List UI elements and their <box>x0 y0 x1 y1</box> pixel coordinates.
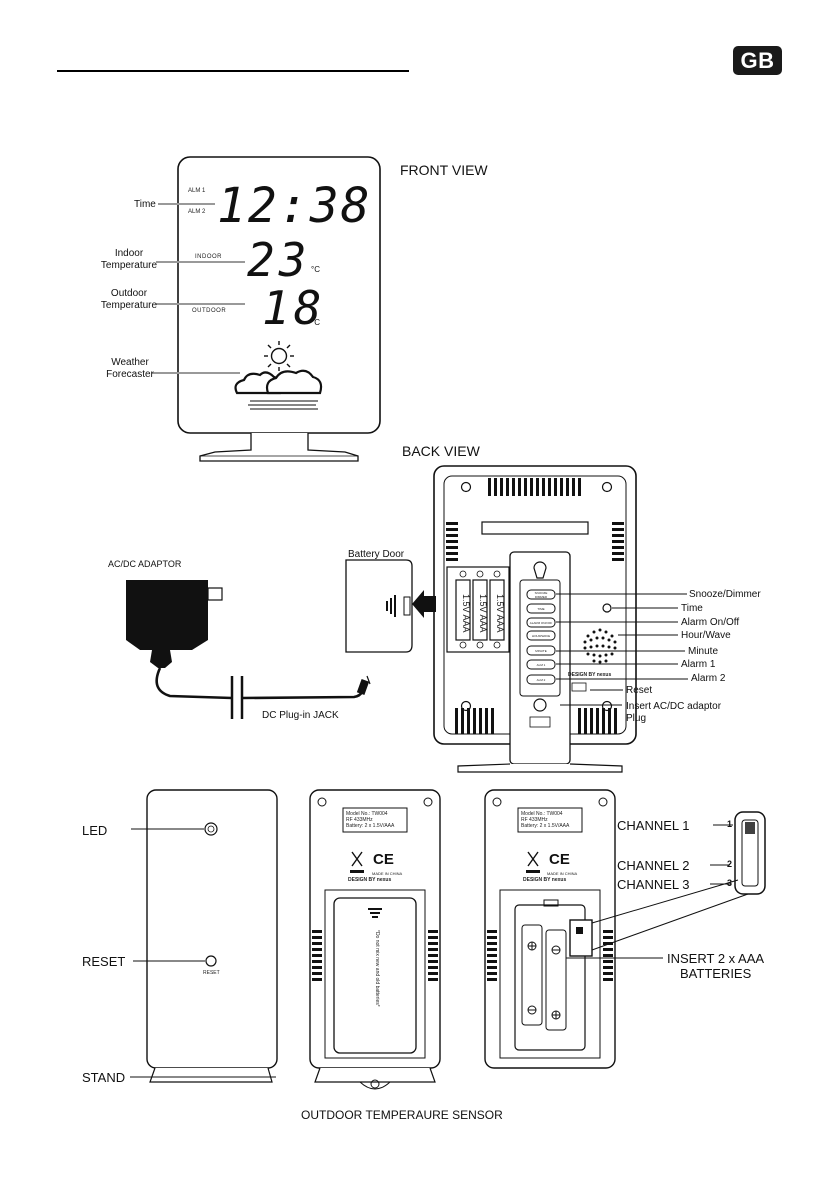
indoor-tag: INDOOR <box>195 254 222 260</box>
made-in-1: MADE IN CHINA <box>372 871 403 876</box>
battery-door-label: Battery Door <box>348 549 405 560</box>
led-label: LED <box>82 823 108 838</box>
btn-time[interactable]: TIME <box>537 607 545 611</box>
reset-small-label: RESET <box>203 970 220 976</box>
adaptor-label: AC/DC ADAPTOR <box>108 559 182 569</box>
made-in-2: MADE IN CHINA <box>547 871 578 876</box>
door-warning: *Do not mix new and old batteries* <box>374 930 380 1007</box>
back-view-title: BACK VIEW <box>402 443 480 459</box>
channel-switch-1[interactable]: 1 <box>727 819 733 829</box>
front-label-indoor: Indoor Temperature <box>100 248 158 271</box>
channel-2-label: CHANNEL 2 <box>617 858 690 873</box>
outdoor-temp-digits: 18 <box>262 281 326 335</box>
indoor-unit: °C <box>311 265 320 274</box>
front-label-weather: Weather Forecaster <box>106 357 154 380</box>
header-rule <box>57 70 409 72</box>
alm1-indicator: ALM 1 <box>188 188 206 194</box>
insert-batteries-label: INSERT 2 x AAA <box>667 951 765 966</box>
btn-snooze[interactable]: SNOOZE DIMMER <box>534 591 548 599</box>
channel-1-label: CHANNEL 1 <box>617 818 690 833</box>
channel-switch-3[interactable]: 3 <box>727 878 733 888</box>
front-view-title: FRONT VIEW <box>400 162 488 178</box>
btn-alm2[interactable]: ALM 2 <box>536 678 546 682</box>
callout-alarm-2: Alarm 2 <box>691 673 726 684</box>
callout-hour-wave: Hour/Wave <box>681 630 731 641</box>
callout-alarm-1: Alarm 1 <box>681 659 716 670</box>
btn-alm1[interactable]: ALM 1 <box>536 663 546 667</box>
callout-snooze: Snooze/Dimmer <box>689 589 761 600</box>
time-digits: 12:38 <box>217 178 372 234</box>
design-1: DESIGN BY nexus <box>348 877 392 883</box>
btn-alarm-onoff[interactable]: ALARM ON/OFF <box>529 621 553 625</box>
ce-mark-2: CE <box>549 851 570 868</box>
indoor-temp-digits: 23 <box>247 233 311 287</box>
design-2: DESIGN BY nexus <box>523 877 567 883</box>
callout-adaptor-plug: Insert AC/DC adaptor Plug <box>626 701 722 724</box>
front-label-outdoor: Outdoor Temperature <box>100 288 158 311</box>
btn-minute[interactable]: MINUTE <box>535 649 547 653</box>
reset-label: RESET <box>82 954 126 969</box>
front-label-time: Time <box>134 199 156 210</box>
callout-minute: Minute <box>688 646 719 657</box>
ce-mark-1: CE <box>373 851 394 868</box>
dc-jack-label: DC Plug-in JACK <box>262 710 339 721</box>
btn-hour-wave[interactable]: HOUR/WAVE <box>531 634 551 638</box>
stand-label: STAND <box>82 1070 126 1085</box>
callout-alarm-onoff: Alarm On/Off <box>681 617 740 628</box>
sensor-caption: OUTDOOR TEMPERAURE SENSOR <box>301 1108 503 1122</box>
batteries-label: BATTERIES <box>680 966 752 981</box>
channel-switch-2[interactable]: 2 <box>727 859 733 869</box>
back-design-label: DESIGN BY nexus <box>568 672 612 678</box>
outdoor-tag: OUTDOOR <box>192 308 227 314</box>
callout-time: Time <box>681 603 703 614</box>
callout-reset: Reset <box>626 685 653 696</box>
outdoor-unit: °C <box>311 318 320 327</box>
alm2-indicator: ALM 2 <box>188 209 206 215</box>
channel-3-label: CHANNEL 3 <box>617 877 690 892</box>
language-badge: GB <box>733 46 782 75</box>
